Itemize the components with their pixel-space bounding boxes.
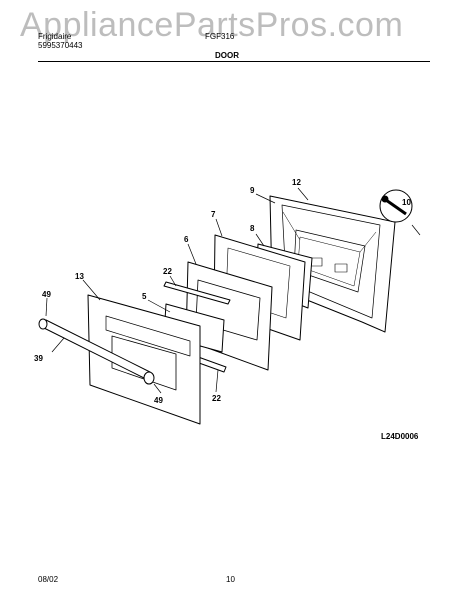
doc-number: 5995370443 — [38, 41, 83, 50]
footer-date: 08/02 — [38, 575, 59, 584]
callout-39: 39 — [34, 354, 43, 363]
callout-9: 9 — [250, 186, 255, 195]
callout-6: 6 — [184, 235, 189, 244]
footer-page-number: 10 — [226, 575, 235, 584]
screw-detail-circle — [379, 189, 413, 223]
model-number: FGF316 — [205, 32, 235, 41]
leader-lines — [45, 187, 421, 394]
callout-13: 13 — [75, 272, 84, 281]
header-rule — [38, 61, 430, 62]
callout-5: 5 — [142, 292, 147, 301]
callout-labels: 12 9 10 7 8 6 22 13 5 49 39 49 22 — [34, 178, 411, 405]
door-handle — [38, 318, 155, 385]
callout-22-bottom: 22 — [212, 394, 221, 403]
callout-49-bottom: 49 — [154, 396, 163, 405]
callout-49-left: 49 — [42, 290, 51, 299]
section-title: DOOR — [215, 51, 239, 60]
callout-7: 7 — [211, 210, 216, 219]
callout-22-top: 22 — [163, 267, 172, 276]
diagram-code: L24D0006 — [381, 432, 419, 441]
brand-label: Frigidaire — [38, 32, 72, 41]
callout-12: 12 — [292, 178, 301, 187]
glass-retainer-top — [163, 281, 231, 305]
callout-8: 8 — [250, 224, 255, 233]
watermark: AppliancePartsPros.com — [20, 6, 404, 44]
callout-10: 10 — [402, 198, 411, 207]
